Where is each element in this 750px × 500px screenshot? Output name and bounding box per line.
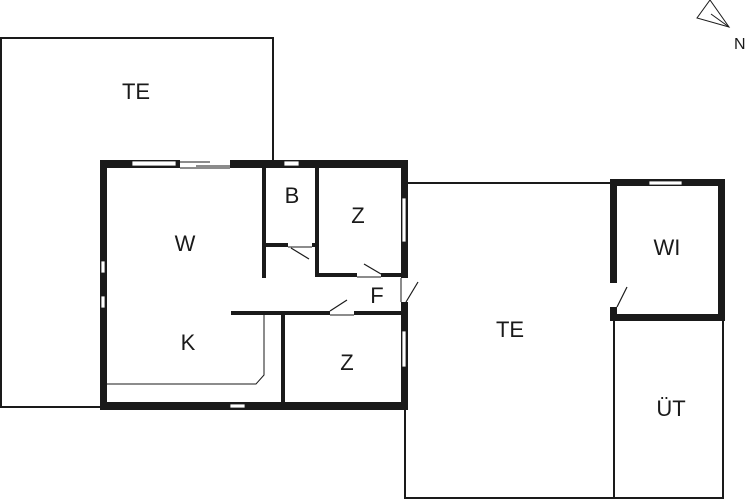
main-house-walls bbox=[100, 160, 408, 410]
room-label-whirlpool: WI bbox=[654, 235, 681, 260]
terrace-east-outline bbox=[404, 182, 724, 499]
kitchen-counter bbox=[107, 315, 265, 385]
window-living-top bbox=[131, 160, 177, 167]
room-label-terrace-east: TE bbox=[496, 317, 524, 342]
room-label-terrace-west: TE bbox=[122, 79, 150, 104]
window-living-left-1 bbox=[100, 260, 106, 274]
window-kitchen-bottom bbox=[229, 403, 246, 409]
window-bedroom-south bbox=[401, 330, 407, 368]
room-label-hallway: F bbox=[370, 283, 383, 308]
room-label-living-room: W bbox=[175, 231, 196, 256]
window-bath-top bbox=[283, 160, 300, 167]
door-bedroom-south[interactable] bbox=[329, 299, 348, 312]
whirlpool-walls bbox=[610, 179, 725, 321]
door-whirlpool[interactable] bbox=[616, 286, 628, 308]
door-entrance[interactable] bbox=[405, 281, 419, 303]
terrace-west-outline bbox=[0, 37, 274, 408]
window-bedroom-north bbox=[401, 197, 407, 243]
north-arrow-icon: N bbox=[696, 0, 746, 53]
room-label-covered-terrace: ÜT bbox=[656, 396, 685, 421]
room-label-kitchen: K bbox=[181, 330, 196, 355]
sliding-door-living bbox=[180, 160, 230, 169]
room-label-bathroom: B bbox=[285, 183, 300, 208]
window-living-left-2 bbox=[100, 295, 106, 309]
room-label-bedroom-south: Z bbox=[340, 350, 353, 375]
compass-label: N bbox=[734, 36, 746, 53]
door-bedroom-north[interactable] bbox=[363, 263, 382, 275]
door-bathroom[interactable] bbox=[290, 247, 310, 260]
room-label-bedroom-north: Z bbox=[351, 203, 364, 228]
windows bbox=[100, 160, 683, 409]
doors bbox=[288, 243, 419, 316]
